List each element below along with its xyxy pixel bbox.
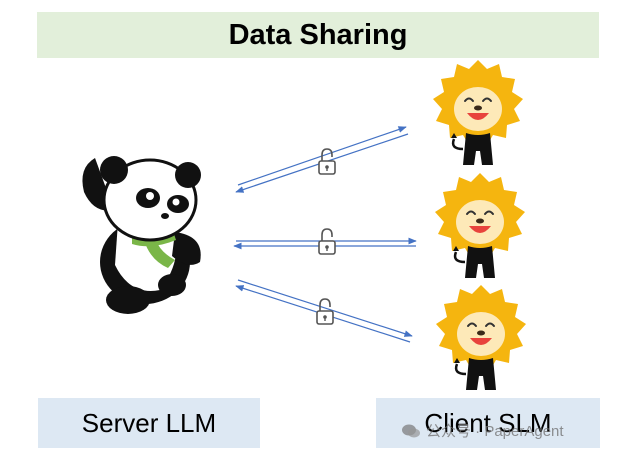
- client-slm-label-box: Client SLM: [376, 398, 600, 448]
- diagram-title: Data Sharing: [228, 18, 408, 51]
- lion-mascot-icon: [431, 58, 525, 167]
- panda-mascot-icon: [82, 156, 201, 314]
- lion-mascot-icon: [433, 171, 527, 280]
- unlocked-padlock-icon: [316, 298, 334, 325]
- client-slm-label: Client SLM: [424, 407, 552, 438]
- lion-mascot-icon: [434, 283, 528, 392]
- server-llm-label-box: Server LLM: [38, 398, 260, 448]
- title-bar: Data Sharing: [37, 12, 599, 58]
- server-llm-label: Server LLM: [81, 407, 217, 438]
- unlocked-padlock-icon: [318, 228, 336, 255]
- unlocked-padlock-icon: [318, 148, 336, 175]
